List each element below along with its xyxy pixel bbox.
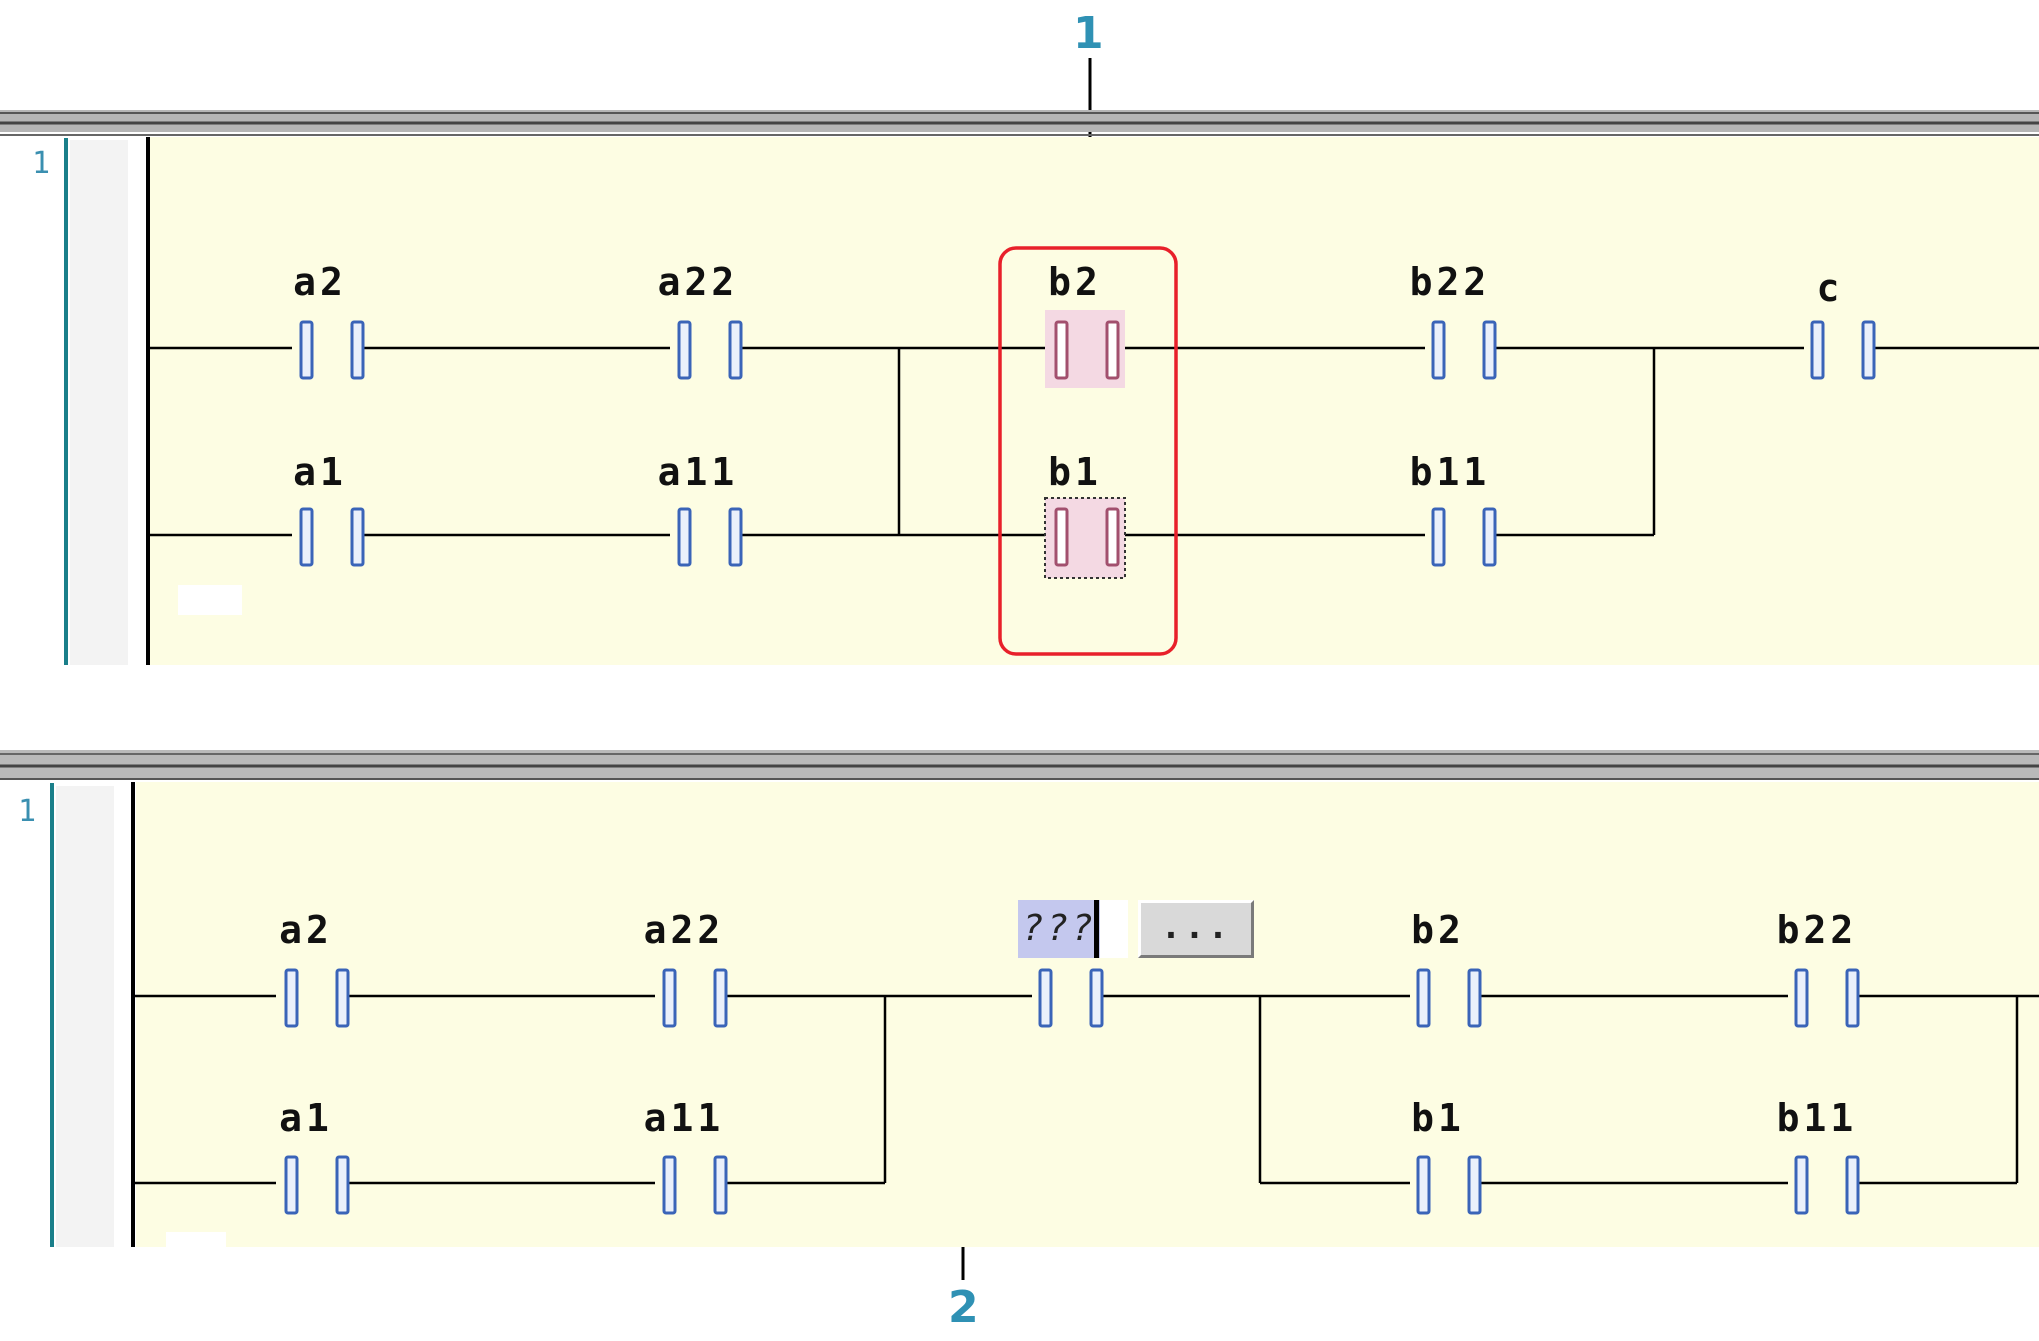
contact-bottom-a1[interactable] <box>276 1153 350 1215</box>
top-label-b2: b2 <box>1048 260 1102 304</box>
contact-top-b22[interactable] <box>1425 318 1497 380</box>
contact-top-a11[interactable] <box>670 505 743 567</box>
bottom-label-b11: b11 <box>1776 1096 1858 1140</box>
top-contacts <box>292 310 1876 579</box>
top-rung-number: 1 <box>32 146 51 181</box>
contact-bottom-a11[interactable] <box>655 1153 728 1215</box>
bottom-rung-number: 1 <box>18 794 37 829</box>
top-ladder-editor <box>0 110 2039 665</box>
top-label-b22: b22 <box>1409 260 1491 304</box>
top-header-bar <box>0 110 2039 132</box>
contact-top-a1[interactable] <box>292 505 365 567</box>
variable-name-input[interactable]: ??? <box>1018 900 1100 958</box>
contact-top-a2[interactable] <box>292 318 365 380</box>
text-caret <box>1094 900 1099 958</box>
contact-top-b2-selected[interactable] <box>1045 310 1125 388</box>
bottom-label-a2: a2 <box>279 908 333 952</box>
bottom-label-b22: b22 <box>1776 908 1858 952</box>
contact-top-b11[interactable] <box>1425 505 1497 567</box>
bottom-contacts <box>276 966 1860 1215</box>
contact-bottom-a22[interactable] <box>655 966 728 1028</box>
callout-1: 1 <box>1073 8 1104 59</box>
bottom-label-b2: b2 <box>1411 908 1465 952</box>
top-label-b1: b1 <box>1048 450 1102 494</box>
selection-highlight-box <box>998 246 1178 656</box>
contact-bottom-b22[interactable] <box>1788 966 1860 1028</box>
contact-top-b1-selected[interactable] <box>1044 497 1126 579</box>
contact-bottom-b1[interactable] <box>1410 1153 1482 1215</box>
bottom-label-a1: a1 <box>279 1096 333 1140</box>
bottom-ladder-editor <box>0 750 2039 1247</box>
bottom-label-a22: a22 <box>643 908 725 952</box>
top-label-a22: a22 <box>657 260 739 304</box>
contact-bottom-new[interactable] <box>1032 966 1104 1028</box>
contact-top-c[interactable] <box>1804 318 1876 380</box>
top-label-a2: a2 <box>293 260 347 304</box>
top-label-c: c <box>1816 266 1844 310</box>
contact-bottom-a2[interactable] <box>276 966 350 1028</box>
callout-2: 2 <box>948 1282 979 1333</box>
bottom-label-b1: b1 <box>1411 1096 1465 1140</box>
top-editor-area[interactable] <box>150 137 2039 665</box>
contact-bottom-b2[interactable] <box>1410 966 1482 1028</box>
browse-variables-button[interactable]: ... <box>1138 900 1254 958</box>
top-label-a11: a11 <box>657 450 739 494</box>
top-label-b11: b11 <box>1409 450 1491 494</box>
contact-top-a22[interactable] <box>670 318 743 380</box>
bottom-label-a11: a11 <box>643 1096 725 1140</box>
contact-bottom-b11[interactable] <box>1788 1153 1860 1215</box>
top-label-a1: a1 <box>293 450 347 494</box>
